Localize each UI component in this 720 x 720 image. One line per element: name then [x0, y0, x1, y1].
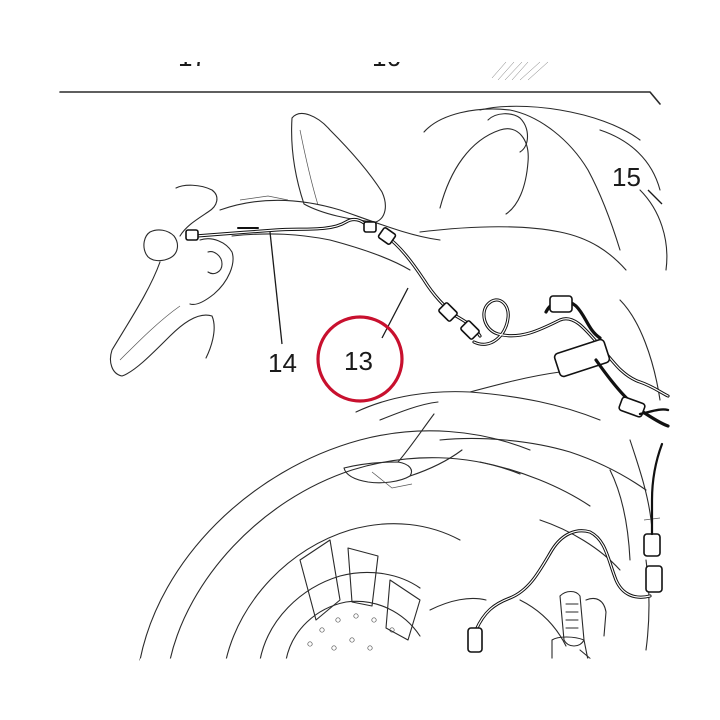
connector-left-end — [185, 229, 199, 241]
callout-13: 13 — [344, 346, 373, 376]
wiring-harness-15 — [467, 295, 670, 653]
highlight-circle — [316, 315, 404, 403]
connector-15-side-a — [643, 533, 661, 557]
cut-off-labels: 17 16 — [0, 40, 720, 81]
connector-13-top — [377, 227, 397, 245]
leader-line-13 — [381, 287, 409, 339]
frame-line — [59, 91, 661, 105]
connector-15-block — [553, 338, 611, 378]
motorcycle-outline — [109, 105, 668, 662]
rear-shock — [551, 590, 607, 661]
connector-15-right — [618, 396, 646, 418]
connector-right-end — [363, 221, 377, 233]
connector-13-low — [460, 320, 480, 340]
brake-disc — [285, 600, 421, 661]
connector-15-bottom — [467, 627, 483, 653]
leader-line-14 — [269, 231, 283, 345]
connector-15-upper — [549, 295, 573, 313]
connector-13-mid — [438, 302, 458, 322]
callout-15: 15 — [612, 162, 641, 192]
wiring-harness-13 — [377, 227, 482, 340]
connector-15-side-b — [645, 565, 663, 593]
cut-off-hatching — [491, 61, 549, 81]
callout-14: 14 — [268, 348, 297, 378]
wiring-harness-14 — [185, 217, 377, 241]
leader-line-15 — [647, 189, 663, 205]
